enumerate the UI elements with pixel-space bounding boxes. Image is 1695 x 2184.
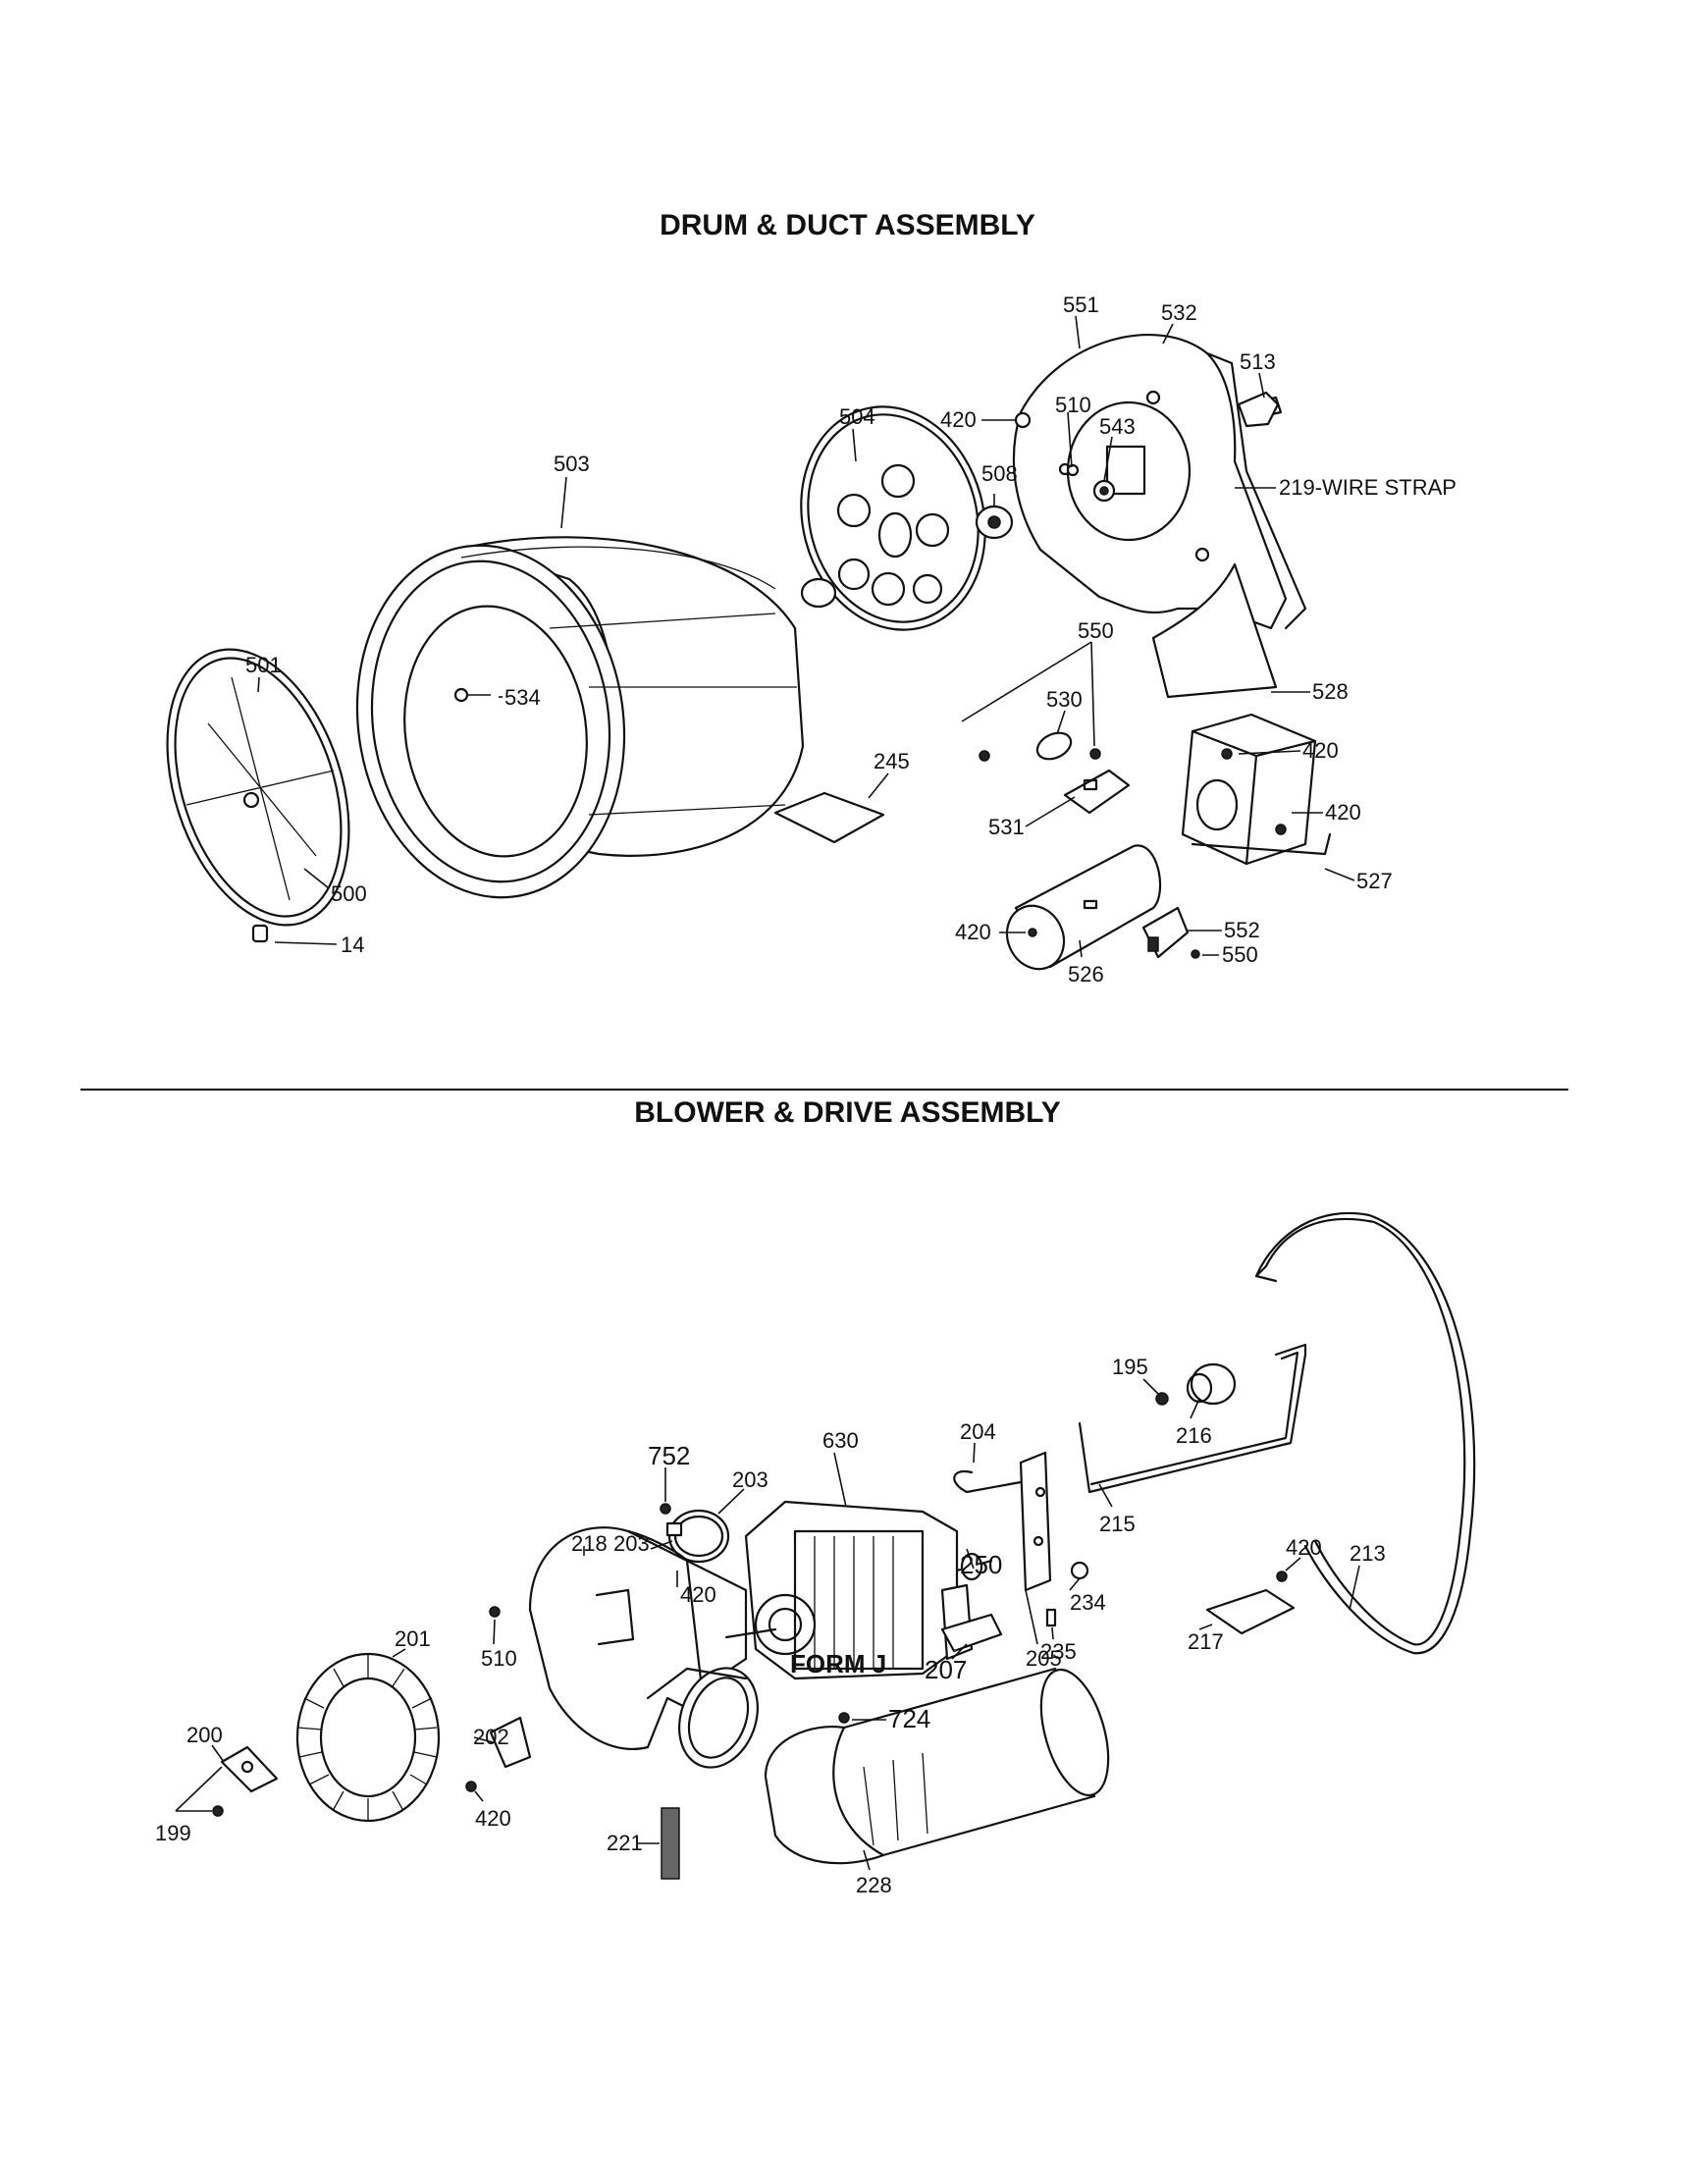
- blower-clip-icon: [212, 1745, 279, 1817]
- label-203-top: 203: [732, 1467, 768, 1492]
- label-234: 234: [1070, 1590, 1106, 1615]
- label-199: 199: [155, 1821, 191, 1845]
- heater-box-icon: [1181, 713, 1332, 866]
- label-221: 221: [607, 1831, 643, 1855]
- label-530: 530: [1046, 687, 1083, 712]
- label-205: 205: [1026, 1646, 1062, 1671]
- label-526: 526: [1068, 962, 1104, 986]
- blower-housing-icon: [489, 1526, 759, 1769]
- belt-switch-bracket-icon: [1205, 1588, 1296, 1635]
- screw-icon: [1276, 1571, 1288, 1582]
- label-531: 531: [988, 815, 1025, 839]
- heater-cylinder-icon: [1005, 844, 1162, 971]
- label-528: 528: [1312, 679, 1349, 704]
- rear-duct-icon: [1012, 333, 1307, 699]
- foam-seal-icon: [661, 1807, 680, 1880]
- label-195: 195: [1112, 1355, 1148, 1379]
- label-551: 551: [1063, 293, 1099, 317]
- blower-baffle-icon: [489, 1716, 532, 1769]
- label-513: 513: [1240, 349, 1276, 374]
- label-630: 630: [822, 1428, 859, 1453]
- label-752: 752: [648, 1441, 690, 1470]
- drum-icon: [355, 536, 805, 899]
- label-213: 213: [1350, 1541, 1386, 1566]
- terminal-block-icon: [1141, 906, 1200, 959]
- label-203-side: 203: [613, 1531, 650, 1556]
- label-510-housing: 510: [481, 1646, 517, 1671]
- thermostat-bracket-icon: [1237, 391, 1280, 428]
- label-202: 202: [473, 1725, 509, 1749]
- blower-drive-title: BLOWER & DRIVE ASSEMBLY: [634, 1096, 1061, 1129]
- shim-plate-icon: [773, 791, 885, 844]
- label-204: 204: [960, 1419, 996, 1444]
- label-552: 552: [1224, 918, 1260, 942]
- front-seal-ring-icon: [166, 648, 350, 943]
- label-420-heater-top: 420: [1302, 738, 1339, 763]
- drum-leader-lines: [257, 315, 1355, 958]
- label-534: 534: [504, 685, 541, 710]
- blower-wheel-icon: [295, 1652, 441, 1823]
- motor-icon: [724, 1500, 993, 1680]
- label-724: 724: [888, 1704, 930, 1733]
- label-504: 504: [839, 404, 875, 429]
- label-207: 207: [925, 1655, 967, 1684]
- label-216: 216: [1176, 1423, 1212, 1448]
- label-508: 508: [981, 461, 1018, 486]
- label-201: 201: [395, 1626, 431, 1651]
- label-550-thermostat: 550: [1078, 618, 1114, 643]
- drum-duct-title: DRUM & DUCT ASSEMBLY: [660, 209, 1035, 241]
- label-527: 527: [1356, 869, 1393, 893]
- label-420-baffle: 420: [475, 1806, 511, 1831]
- rear-bulkhead-icon: [800, 405, 1014, 631]
- label-218: 218: [571, 1531, 608, 1556]
- label-217: 217: [1188, 1629, 1224, 1654]
- label-550-terminal: 550: [1222, 942, 1258, 967]
- label-215: 215: [1099, 1512, 1136, 1536]
- blower-leader-lines: [175, 1378, 1360, 1871]
- label-543: 543: [1099, 414, 1136, 439]
- label-form-j: FORM J: [790, 1649, 886, 1678]
- label-510-duct: 510: [1055, 393, 1091, 417]
- motor-mount-icon: [953, 1451, 1089, 1627]
- label-245: 245: [874, 749, 910, 773]
- screw-icon: [465, 1781, 477, 1792]
- thermostat-icon: [979, 731, 1131, 815]
- label-250: 250: [960, 1550, 1002, 1579]
- label-420-duct: 420: [940, 407, 977, 432]
- motor-switch-icon: [940, 1613, 1003, 1653]
- exhaust-duct-icon: [764, 1667, 1110, 1865]
- label-420-heater-side: 420: [1325, 800, 1361, 825]
- label-532: 532: [1161, 300, 1197, 325]
- label-501: 501: [245, 653, 282, 677]
- label-420-clamp: 420: [680, 1582, 716, 1607]
- label-200: 200: [186, 1723, 223, 1747]
- label-420-cylinder: 420: [955, 920, 991, 944]
- label-503: 503: [554, 452, 590, 476]
- label-235: 235: [1040, 1639, 1077, 1664]
- label-420-idler: 420: [1286, 1535, 1322, 1560]
- section-divider: [80, 1089, 1568, 1091]
- label-219-wire-strap: 219-WIRE STRAP: [1279, 475, 1457, 500]
- label-14: 14: [341, 932, 364, 957]
- label-228: 228: [856, 1873, 892, 1897]
- idler-arm-icon: [1078, 1343, 1307, 1494]
- belt-icon: [1254, 1211, 1476, 1655]
- label-500: 500: [331, 881, 367, 906]
